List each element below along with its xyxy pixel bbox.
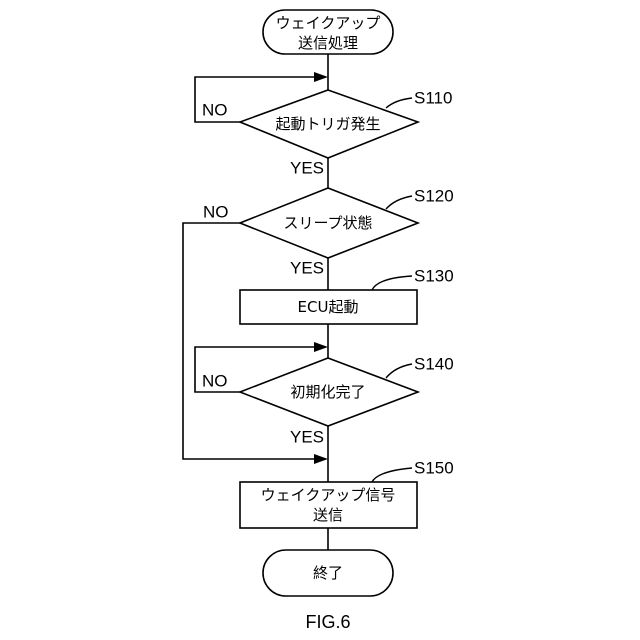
no-label-s110: NO (202, 101, 228, 120)
no-label-s140: NO (202, 372, 228, 391)
leader-s150 (372, 468, 412, 482)
arrowhead-s120-bypass (314, 454, 328, 464)
process-s150-line2: 送信 (313, 506, 343, 524)
step-label-s140: S140 (414, 355, 454, 374)
yes-label-s110: YES (290, 159, 324, 178)
leader-s110 (386, 98, 412, 108)
leader-s130 (372, 276, 412, 290)
leader-s140 (386, 364, 412, 378)
process-s130-text: ECU起動 (298, 298, 359, 316)
step-label-s130: S130 (414, 267, 454, 286)
end-terminal-text: 終了 (313, 564, 343, 582)
start-terminal-line1: ウェイクアップ (276, 14, 381, 32)
yes-label-s120: YES (290, 259, 324, 278)
decision-s140-text: 初期化完了 (290, 383, 365, 401)
arrowhead-s140-loop (314, 342, 328, 352)
arrowhead-s110-loop (314, 72, 328, 82)
step-label-s120: S120 (414, 187, 454, 206)
decision-s110-text: 起動トリガ発生 (275, 115, 380, 133)
start-terminal-line2: 送信処理 (298, 34, 358, 52)
process-s150-line1: ウェイクアップ信号 (261, 486, 396, 504)
no-label-s120: NO (203, 203, 229, 222)
figure-label: FIG.6 (305, 612, 350, 632)
yes-label-s140: YES (290, 428, 324, 447)
leader-s120 (386, 196, 412, 209)
step-label-s110: S110 (414, 89, 452, 108)
step-label-s150: S150 (414, 459, 454, 478)
decision-s120-text: スリープ状態 (283, 214, 372, 232)
